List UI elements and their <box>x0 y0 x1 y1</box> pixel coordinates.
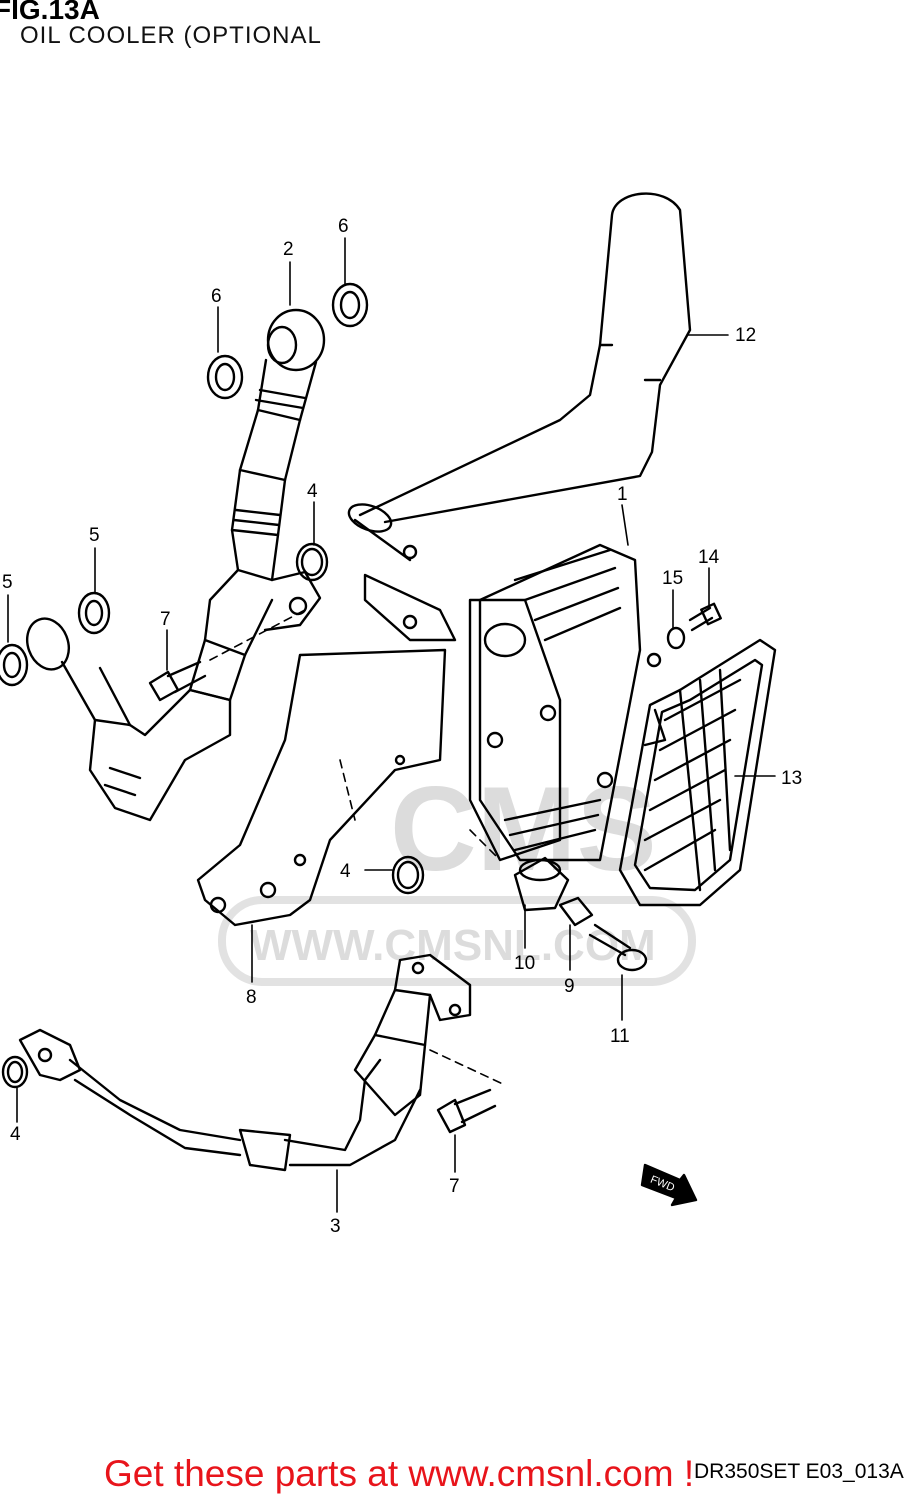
fwd-arrow <box>640 1163 698 1207</box>
figure-subtitle: OIL COOLER (OPTIONAL <box>20 22 322 49</box>
diagram-reference-code: DR350SET E03_013A <box>694 1460 904 1483</box>
washer-6-lower <box>206 354 244 400</box>
callout-numbers: 2 6 6 4 5 5 7 1 12 15 14 13 4 10 9 11 8 … <box>2 216 802 1237</box>
pipe-3 <box>18 953 472 1172</box>
bolt-7-upper <box>148 660 207 702</box>
callout-3: 3 <box>330 1216 341 1237</box>
washer-5-a <box>77 591 111 635</box>
callout-1: 1 <box>617 484 628 505</box>
callout-7-lower: 7 <box>449 1176 460 1197</box>
callout-9: 9 <box>564 976 575 997</box>
figure-title: FIG.13A <box>0 0 100 25</box>
callout-12: 12 <box>735 325 756 346</box>
callout-4-lower: 4 <box>10 1124 21 1145</box>
watermark-text: WWW.CMSNL.COM <box>250 921 656 970</box>
washer-15 <box>666 626 686 650</box>
leader-lines <box>7 237 776 1213</box>
bolt-11 <box>588 923 648 972</box>
callout-15: 15 <box>662 568 683 589</box>
oil-cooler-core-1 <box>468 543 662 862</box>
callout-14: 14 <box>698 547 720 568</box>
promo-link-text[interactable]: Get these parts at www.cmsnl.com ! <box>104 1453 695 1494</box>
callout-13: 13 <box>781 768 802 789</box>
collar-9 <box>558 896 594 927</box>
bracket-8 <box>196 573 457 927</box>
o-ring-4-upper <box>295 542 329 582</box>
watermark-brand: CMS <box>390 762 657 896</box>
washer-5-b <box>0 643 29 687</box>
callout-6-lower: 6 <box>211 286 222 307</box>
callout-4-mid: 4 <box>340 861 351 882</box>
callout-8: 8 <box>246 987 257 1008</box>
bolt-7-lower <box>436 1088 497 1134</box>
callout-7-upper: 7 <box>160 609 171 630</box>
callout-4-upper: 4 <box>307 481 318 502</box>
callout-6-upper: 6 <box>338 216 349 237</box>
callout-11: 11 <box>610 1026 630 1047</box>
washer-6-upper <box>331 282 369 328</box>
grommet-10 <box>513 856 570 912</box>
cover-plate-13 <box>618 638 777 907</box>
o-ring-4-lower <box>1 1055 29 1089</box>
callout-5-b: 5 <box>2 572 13 593</box>
callout-2: 2 <box>283 239 294 260</box>
callout-5-a: 5 <box>89 525 100 546</box>
assembly-lines <box>209 609 506 1086</box>
o-ring-4-mid <box>391 855 425 895</box>
hose-left <box>26 617 232 822</box>
bolt-14 <box>688 602 722 632</box>
watermark: WWW.CMSNL.COM CMS <box>218 762 696 986</box>
callout-10: 10 <box>514 953 535 974</box>
pipe-12 <box>347 192 692 562</box>
